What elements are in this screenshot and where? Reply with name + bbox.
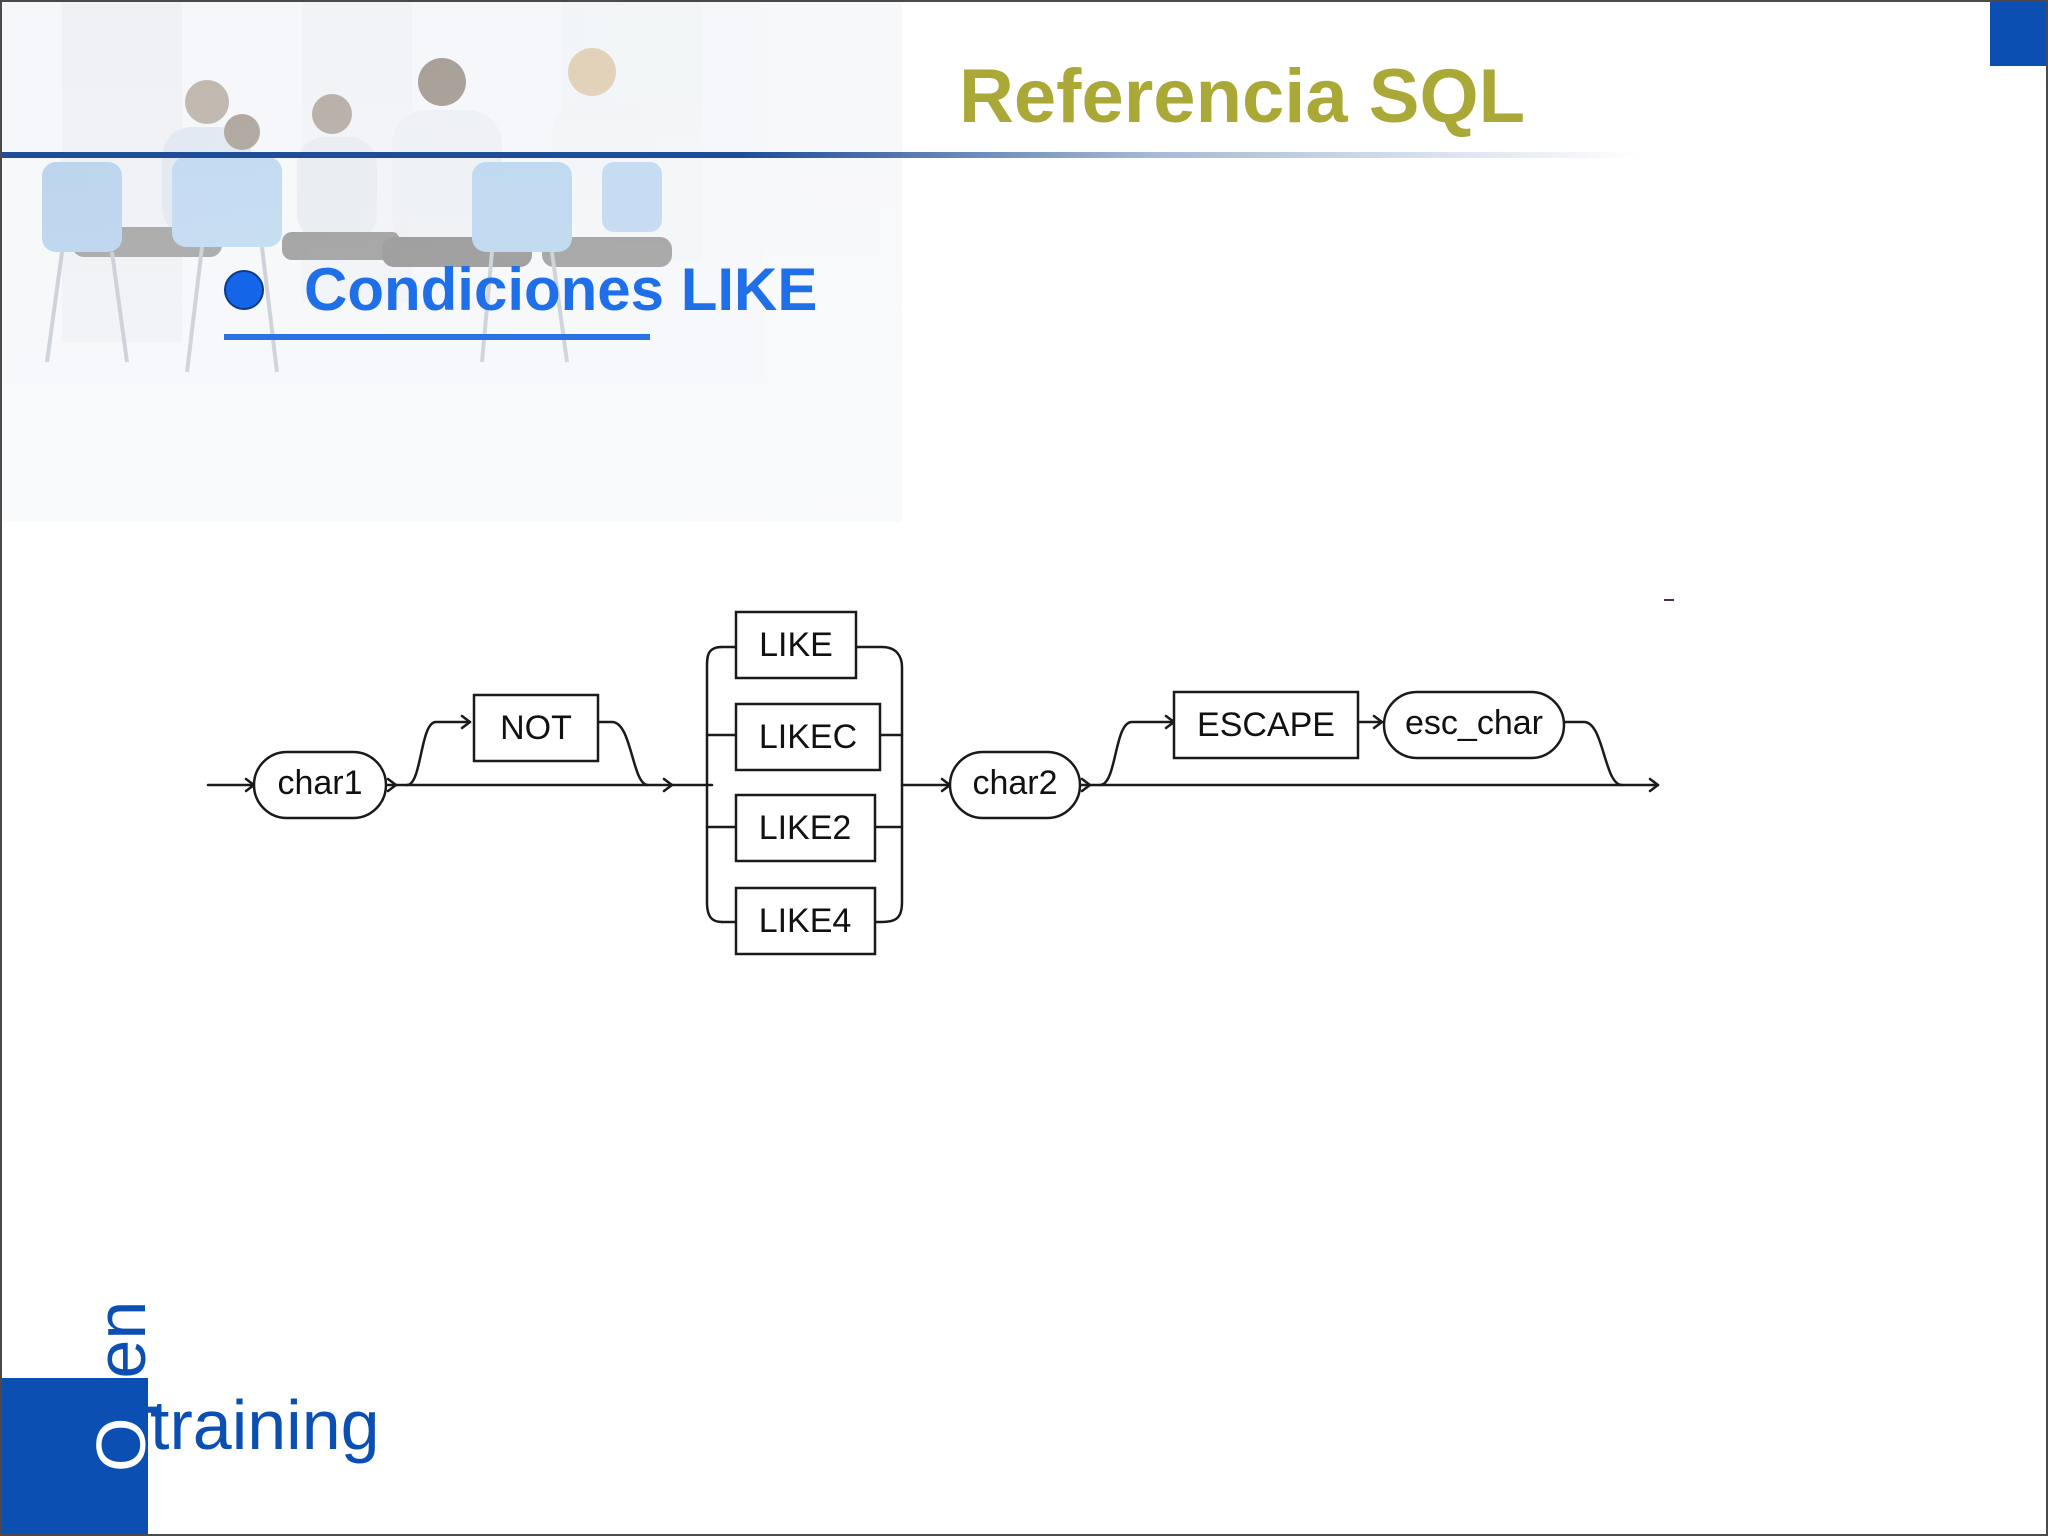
escape-branch-return [1562,720,1624,787]
not-branch-return [596,720,650,787]
node-char1: char1 [252,750,388,820]
open-training-logo: Open training [2,1242,442,1534]
arrow-icon [1372,714,1384,730]
node-char1-label: char1 [277,764,362,802]
node-escape-label: ESCAPE [1197,706,1335,744]
choice-right-rail [854,645,904,924]
bullet-text: Condiciones LIKE [304,256,818,323]
not-branch-line [405,720,472,787]
node-like2: LIKE2 [734,793,877,863]
node-escape: ESCAPE [1172,690,1360,760]
node-likec-label: LIKEC [759,718,857,756]
node-likec: LIKEC [734,702,882,772]
node-esc-char: esc_char [1382,690,1566,760]
node-like2-label: LIKE2 [759,809,852,847]
title-divider [2,152,1642,158]
arrow-end-icon [1648,777,1660,793]
stray-mark [1664,599,1674,601]
choice-left-rail [705,645,724,924]
node-not: NOT [472,693,600,763]
bullet-dot-icon [224,270,264,310]
arrow-icon [1080,777,1092,793]
arrow-icon [460,714,472,730]
corner-accent [1990,2,2046,66]
node-not-label: NOT [500,709,572,747]
logo-block [2,1378,148,1534]
node-like: LIKE [734,610,858,680]
logo-open-first-letter: O [82,1417,160,1472]
node-like4: LIKE4 [734,886,877,956]
choice-left-taps [705,733,738,829]
logo-open-rest: pen [82,1300,160,1418]
logo-training-text: training [150,1386,380,1464]
node-char2-label: char2 [972,764,1057,802]
arrow-icon [386,777,398,793]
slide-title: Referencia SQL [959,54,1525,139]
node-like4-label: LIKE4 [759,902,852,940]
logo-open-text: Open [82,1301,160,1472]
escape-branch-line [1098,720,1176,787]
node-like-label: LIKE [759,626,833,664]
node-char2: char2 [948,750,1082,820]
choice-right-taps [873,733,904,829]
bullet-underline [224,334,650,340]
like-syntax-diagram: char1 NOT LIKE LIKEC LIKE2 LIKE4 [206,610,1660,956]
node-esc-char-label: esc_char [1405,704,1543,742]
